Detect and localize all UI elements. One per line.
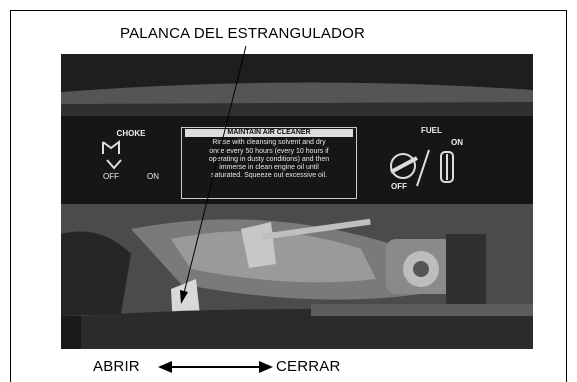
- engine-photo-illustration: [61, 54, 533, 349]
- close-label: CERRAR: [276, 358, 341, 375]
- choke-on-label: ON: [147, 172, 159, 181]
- fuel-valve-icon: [390, 149, 454, 187]
- air-cleaner-line-2: once every 50 hours (every 10 hours if: [209, 147, 329, 155]
- figure-frame: [10, 10, 567, 382]
- air-cleaner-title: MAINTAIN AIR CLEANER: [185, 129, 353, 138]
- air-cleaner-line-1: Rinse with cleansing solvent and dry: [212, 139, 326, 147]
- choke-off-label: OFF: [103, 172, 119, 181]
- choke-symbol-icon: [102, 140, 122, 170]
- fuel-on-label: ON: [451, 138, 463, 147]
- air-cleaner-line-3: operating in dusty conditions) and then: [208, 155, 330, 163]
- choke-decal-title: CHOKE: [116, 129, 146, 138]
- engine-photo: CHOKE OFF ON MAINTAIN AIR CLEANER Rinse …: [61, 54, 533, 349]
- open-label: ABRIR: [93, 358, 140, 375]
- fuel-decal-title: FUEL: [421, 126, 442, 135]
- fuel-off-label: OFF: [391, 182, 407, 191]
- choke-lever-callout: PALANCA DEL ESTRANGULADOR: [120, 25, 366, 42]
- air-cleaner-line-5: saturated. Squeeze out excessive oil.: [211, 172, 327, 180]
- air-cleaner-line-4: immerse in clean engine oil until: [219, 164, 319, 171]
- fuel-decal: FUEL ON OFF: [369, 124, 479, 198]
- air-cleaner-decal: MAINTAIN AIR CLEANER Rinse with cleansin…: [181, 127, 357, 199]
- choke-decal: CHOKE OFF ON: [99, 129, 163, 195]
